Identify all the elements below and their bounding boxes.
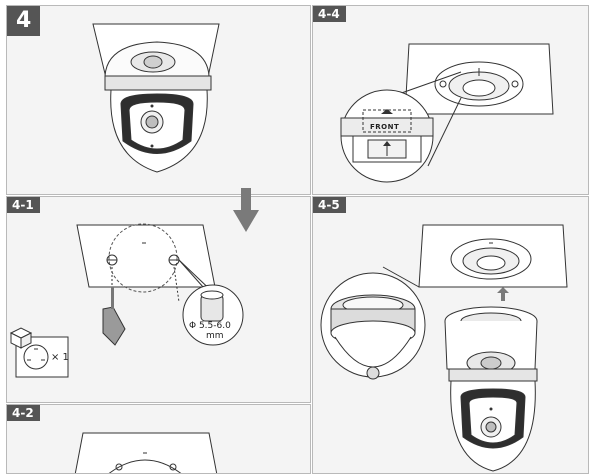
step-4-2-tag: 4-2 bbox=[7, 405, 40, 421]
arrow-down-icon bbox=[233, 188, 259, 232]
mount-plate-front-illustration bbox=[340, 43, 554, 183]
panel-step-4: 4 bbox=[6, 5, 311, 195]
hole-diameter-unit: mm bbox=[206, 331, 224, 341]
step-4-5-tag: 4-5 bbox=[313, 197, 346, 213]
drill-holes-illustration bbox=[9, 223, 244, 378]
camera-on-ceiling-illustration bbox=[92, 23, 220, 173]
panel-step-4-5: 4-5 bbox=[312, 196, 589, 474]
panel-step-4-4: 4-4 FRONT bbox=[312, 5, 589, 195]
step-4-1-tag: 4-1 bbox=[7, 197, 40, 213]
quantity-label: × 1 bbox=[51, 352, 69, 363]
hole-diameter-label: Φ 5.5-6.0 bbox=[189, 321, 231, 331]
step-4-tag: 4 bbox=[7, 6, 41, 36]
front-label: FRONT bbox=[370, 123, 400, 131]
panel-step-4-1: 4-1 Φ 5.5-6.0 mm × 1 bbox=[6, 196, 311, 403]
ceiling-plate-illustration bbox=[74, 432, 218, 473]
attach-camera-illustration bbox=[320, 224, 568, 472]
panel-step-4-2: 4-2 bbox=[6, 404, 311, 474]
step-4-4-tag: 4-4 bbox=[313, 6, 346, 22]
